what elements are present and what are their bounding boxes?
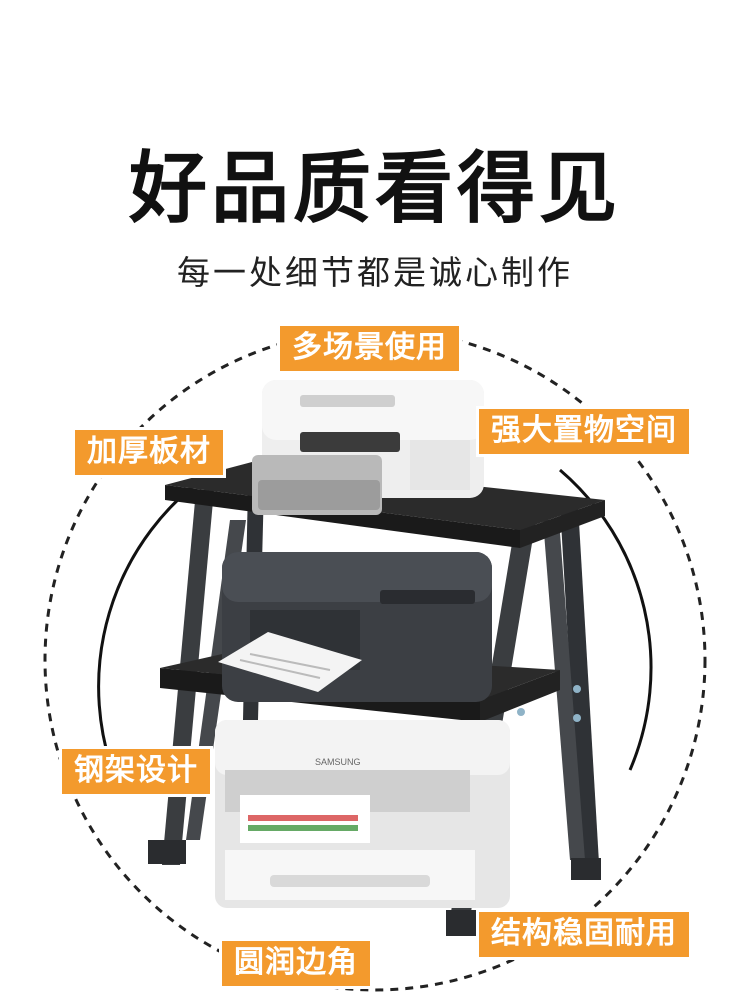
printer-middle — [218, 552, 492, 702]
printer-brand-label: SAMSUNG — [315, 757, 361, 767]
printer-bottom: SAMSUNG — [215, 720, 510, 908]
feature-tag-sturdy: 结构稳固耐用 — [476, 909, 692, 960]
feature-tag-storage-space: 强大置物空间 — [476, 406, 692, 457]
feature-tag-rounded-corners: 圆润边角 — [219, 938, 373, 989]
feature-tag-steel-frame: 钢架设计 — [59, 746, 213, 797]
feature-tag-thick-board: 加厚板材 — [72, 427, 226, 478]
page-title: 好品质看得见 — [128, 144, 621, 234]
printer-top — [252, 380, 484, 515]
ring-arc-left — [97, 468, 216, 791]
feature-tag-multi-scene: 多场景使用 — [277, 323, 462, 374]
dashed-ring — [43, 328, 707, 992]
page-subtitle: 每一处细节都是诚心制作 — [177, 253, 573, 292]
